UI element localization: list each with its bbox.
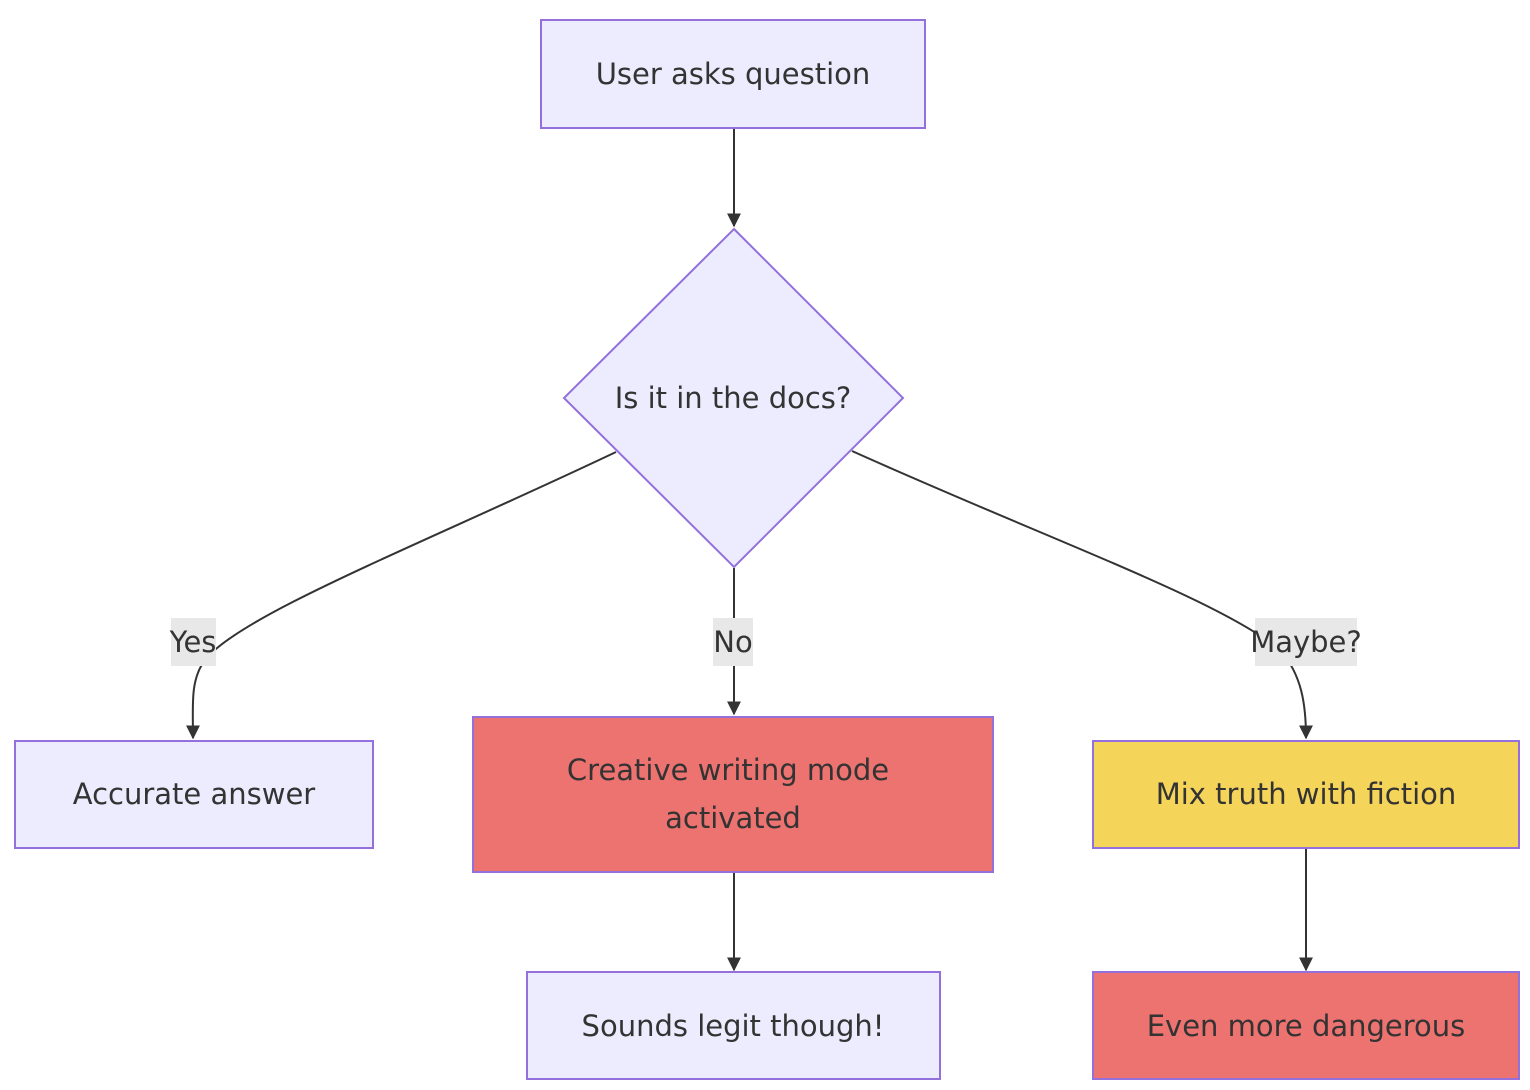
node-is-it-in-the-docs-label: Is it in the docs? <box>615 381 852 415</box>
node-creative-writing-mode-label-line1: Creative writing mode <box>567 753 889 787</box>
edge-label-yes-text: Yes <box>169 625 217 659</box>
node-mix-truth-with-fiction-label: Mix truth with fiction <box>1156 777 1457 811</box>
edge-label-yes: Yes <box>169 618 217 666</box>
node-is-it-in-the-docs: Is it in the docs? <box>562 227 905 569</box>
edge-decision-to-mix <box>851 450 1313 740</box>
edge-label-no: No <box>713 618 753 666</box>
node-accurate-answer-label: Accurate answer <box>73 777 316 811</box>
node-even-more-dangerous-label: Even more dangerous <box>1147 1009 1466 1043</box>
node-user-asks-question-label: User asks question <box>596 57 871 91</box>
edge-label-maybe: Maybe? <box>1250 618 1362 666</box>
node-creative-writing-mode-label-line2: activated <box>665 801 801 835</box>
edge-label-no-text: No <box>713 625 752 659</box>
edge-decision-to-accurate <box>185 451 617 740</box>
node-sounds-legit-though: Sounds legit though! <box>526 971 941 1080</box>
node-creative-writing-mode: Creative writing mode activated <box>472 716 994 873</box>
node-even-more-dangerous: Even more dangerous <box>1092 971 1520 1080</box>
node-mix-truth-with-fiction: Mix truth with fiction <box>1092 740 1520 849</box>
node-accurate-answer: Accurate answer <box>14 740 374 849</box>
node-sounds-legit-though-label: Sounds legit though! <box>582 1009 885 1043</box>
edge-label-maybe-text: Maybe? <box>1250 625 1362 659</box>
node-user-asks-question: User asks question <box>540 19 926 129</box>
